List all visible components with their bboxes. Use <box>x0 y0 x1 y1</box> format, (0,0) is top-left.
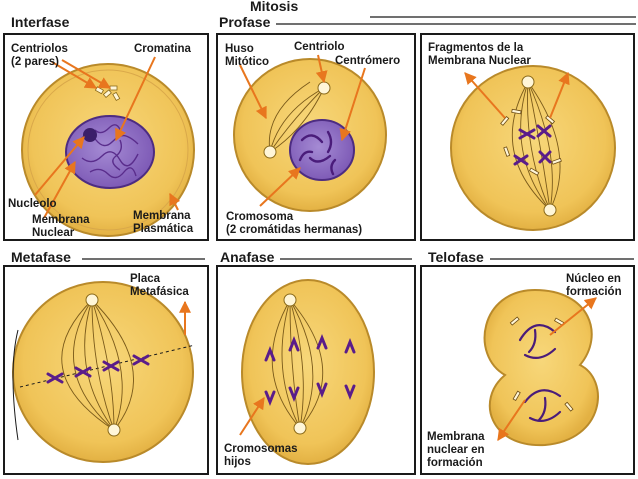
panel-box <box>216 33 416 241</box>
daughter-chromosomes <box>264 333 356 407</box>
label-membrana-telofase: Membrana nuclear en formación <box>427 431 488 469</box>
label-placa: Placa Metafásica <box>130 273 189 298</box>
figure-title: Mitosis <box>250 0 298 14</box>
cell-body <box>12 281 194 463</box>
label-arrows <box>34 56 181 219</box>
membrane-fragments <box>509 316 574 412</box>
panel-profase: Profase Huso Mitótico <box>216 14 636 241</box>
chromosomes <box>46 354 150 384</box>
label-nucleolo: Nucleolo <box>8 198 57 210</box>
panel-heading: Telofase <box>428 249 484 265</box>
chromosomes <box>513 124 552 166</box>
panel-prometafase: Fragmentos de la Membrana Nuclear <box>420 33 635 241</box>
panel-heading: Metafase <box>11 249 71 265</box>
panel-box <box>420 265 635 475</box>
cell-body <box>241 279 375 465</box>
spindle-fibers <box>268 81 325 153</box>
panel-heading: Profase <box>219 14 271 30</box>
aster <box>85 293 99 307</box>
aster <box>283 293 297 307</box>
panel-interfase: Interfase Centriolos (2 <box>3 14 209 241</box>
panel-anafase: Anafase Cromosomas hijo <box>216 249 416 475</box>
panel-box <box>3 265 209 475</box>
nucleus <box>289 119 355 181</box>
spindle-fibers <box>271 299 324 429</box>
panel-telofase: Telofase Núcleo en formación <box>420 249 635 475</box>
aster <box>293 421 307 435</box>
label-huso: Huso Mitótico <box>225 43 269 68</box>
label-arrows <box>239 396 265 436</box>
panel-metafase: Metafase Placa Metafásica <box>3 249 209 475</box>
aster <box>521 75 535 89</box>
aster <box>317 81 331 95</box>
label-cromosomas: Cromosomas hijos <box>224 443 301 468</box>
label-centriolo: Centriolo <box>294 41 344 53</box>
panel-box <box>420 33 635 241</box>
equatorial-bracket <box>12 329 19 441</box>
cell-inner-ring <box>27 69 189 231</box>
label-arrows <box>239 54 366 207</box>
panel-heading: Anafase <box>220 249 275 265</box>
label-cromatina: Cromatina <box>134 43 191 55</box>
label-centriolos: Centriolos (2 pares) <box>11 43 71 68</box>
label-membrana-plasmatica: Membrana Plasmática <box>133 210 194 235</box>
nucleolus <box>83 128 97 142</box>
label-membrana-nuclear: Membrana Nuclear <box>32 214 93 239</box>
label-centromero: Centrómero <box>335 55 400 67</box>
label-nucleo: Núcleo en formación <box>566 273 624 298</box>
label-cromosoma: Cromosoma (2 cromátidas hermanas) <box>226 211 362 236</box>
chromosomes <box>298 130 337 176</box>
label-arrows <box>464 71 570 119</box>
panel-box <box>216 265 416 475</box>
cell-body <box>450 65 616 231</box>
aster <box>543 203 557 217</box>
panel-box <box>3 33 209 241</box>
aster <box>263 145 277 159</box>
label-arrows <box>497 297 597 441</box>
forming-nucleus-top <box>518 324 557 360</box>
label-fragmentos: Fragmentos de la Membrana Nuclear <box>428 42 531 67</box>
spindle-fibers <box>511 81 561 211</box>
membrane-fragments <box>500 108 562 176</box>
forming-nucleus-bottom <box>523 389 562 423</box>
aster <box>107 423 121 437</box>
panel-heading: Interfase <box>11 14 70 30</box>
